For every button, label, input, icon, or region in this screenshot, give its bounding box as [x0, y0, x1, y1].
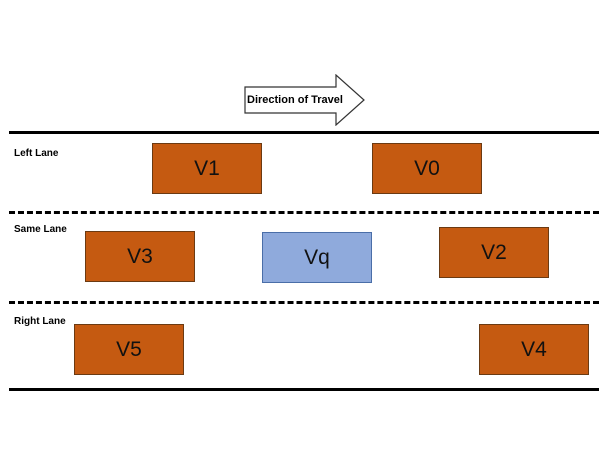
road-edge-bottom [9, 388, 599, 391]
vehicle-v3: V3 [85, 231, 195, 282]
direction-arrow-icon [244, 74, 365, 126]
lane-divider-lower [9, 301, 599, 304]
vehicle-v5: V5 [74, 324, 184, 375]
lane-divider-upper [9, 211, 599, 214]
vehicle-v1: V1 [152, 143, 262, 194]
vehicle-v2: V2 [439, 227, 549, 278]
vehicle-v4: V4 [479, 324, 589, 375]
lane-label-same: Same Lane [14, 224, 67, 235]
road-edge-top [9, 131, 599, 134]
direction-label: Direction of Travel [247, 94, 343, 106]
vehicle-vq: Vq [262, 232, 372, 283]
lane-label-left: Left Lane [14, 148, 59, 159]
vehicle-v0: V0 [372, 143, 482, 194]
lane-label-right: Right Lane [14, 316, 66, 327]
